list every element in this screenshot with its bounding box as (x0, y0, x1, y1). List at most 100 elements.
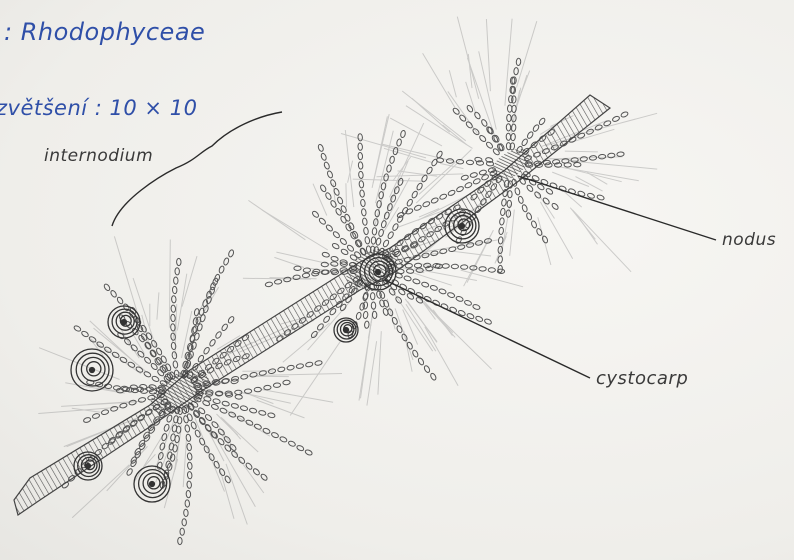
filament-cell (485, 141, 493, 149)
filament-cell (119, 403, 127, 409)
filament-cell (130, 344, 138, 352)
filament-cell (431, 197, 439, 204)
filament-cell (414, 204, 422, 211)
pencil-stroke (114, 236, 138, 315)
pencil-stroke (486, 19, 490, 91)
pencil-stroke (348, 161, 353, 183)
filament-cell (358, 134, 363, 142)
filament-cell (542, 197, 550, 205)
pencil-stroke (454, 251, 491, 256)
filament-cell (514, 187, 520, 195)
filament-cell (163, 424, 170, 432)
filament-cell (401, 333, 408, 341)
filament-cell (339, 237, 347, 245)
filament-cell (262, 427, 270, 434)
pencil-stroke (183, 440, 186, 487)
filament-cell (400, 130, 406, 138)
filament-cell (412, 349, 419, 357)
filament-cell (386, 165, 392, 173)
filament-cell (211, 403, 219, 410)
filament-cell (457, 244, 465, 250)
filament-cell (231, 450, 239, 458)
filament-cell (254, 387, 261, 392)
filament-cell (377, 200, 382, 208)
pencil-stroke (423, 53, 455, 107)
filament-cell (322, 252, 330, 258)
filament-cell (218, 468, 225, 476)
pencil-stroke (403, 310, 418, 345)
filament-cell (310, 330, 318, 338)
filament-cell (296, 445, 304, 452)
filament-cell (430, 285, 438, 291)
filament-cell (104, 346, 112, 353)
filament-cell (501, 199, 506, 207)
filament-cell (321, 262, 328, 267)
filament-cell (423, 365, 430, 373)
filament-cell (283, 380, 291, 385)
filament-cell (187, 462, 192, 470)
filament-cell (500, 208, 505, 216)
filament-cell (464, 182, 472, 189)
filament-cell (516, 58, 521, 66)
filament-cell (465, 121, 473, 129)
filament-cell (466, 313, 474, 320)
pencil-stroke (346, 183, 347, 207)
filament-cell (101, 409, 109, 415)
filament-cell (119, 356, 127, 363)
cystocarp-center (90, 368, 95, 373)
filament-cell (404, 275, 412, 281)
filament-cell (178, 537, 182, 544)
cystocarp-label: cystocarp (596, 368, 688, 389)
filament-cell (186, 490, 191, 498)
filament-cell (197, 323, 203, 331)
pencil-stroke (248, 200, 305, 239)
pencil-stroke (94, 328, 148, 373)
cystocarp-center (460, 224, 465, 229)
filament-cell (461, 174, 469, 180)
filament-cell (227, 316, 235, 324)
filament-cell (356, 312, 362, 320)
filament-cell (325, 224, 333, 232)
pencil-stroke (378, 331, 381, 394)
filament-cell (209, 339, 217, 347)
filament-cell (608, 153, 616, 158)
filament-cell (187, 471, 192, 479)
filament-cell (170, 314, 175, 322)
filament-cell (331, 242, 339, 249)
filament-cell (521, 204, 528, 212)
filament-cell (180, 528, 185, 535)
filament-cell (538, 117, 546, 125)
filament-cell (421, 281, 429, 287)
filament-cell (511, 96, 516, 103)
pencil-stroke (457, 17, 478, 99)
filament-cell (363, 311, 368, 319)
filament-cell (362, 218, 367, 226)
filament-cell (103, 283, 111, 291)
filament-cell (198, 417, 206, 425)
filament-cell (392, 223, 399, 231)
filament-cell (186, 443, 191, 451)
pencil-stroke (449, 70, 456, 97)
filament-cell (240, 405, 248, 411)
filament-cell (499, 218, 504, 226)
filament-cell (396, 325, 403, 333)
filament-cell (204, 424, 212, 432)
filament-cell (382, 308, 388, 316)
filament-cell (170, 324, 175, 332)
filament-cell (617, 152, 625, 157)
filament-cell (536, 228, 543, 236)
filament-cell (81, 330, 89, 337)
filament-cell (173, 415, 178, 423)
filament-cell (455, 296, 463, 303)
filament-cell (378, 229, 384, 237)
filament-cell (184, 509, 189, 516)
filament-cell (447, 292, 455, 299)
filament-cell (238, 456, 246, 464)
filament-cell (388, 288, 396, 296)
filament-cell (172, 425, 177, 433)
filament-cell (416, 182, 423, 190)
filament-cell (171, 296, 176, 303)
filament-cell (470, 172, 478, 178)
filament-cell (173, 361, 179, 369)
filament-cell (598, 154, 606, 159)
